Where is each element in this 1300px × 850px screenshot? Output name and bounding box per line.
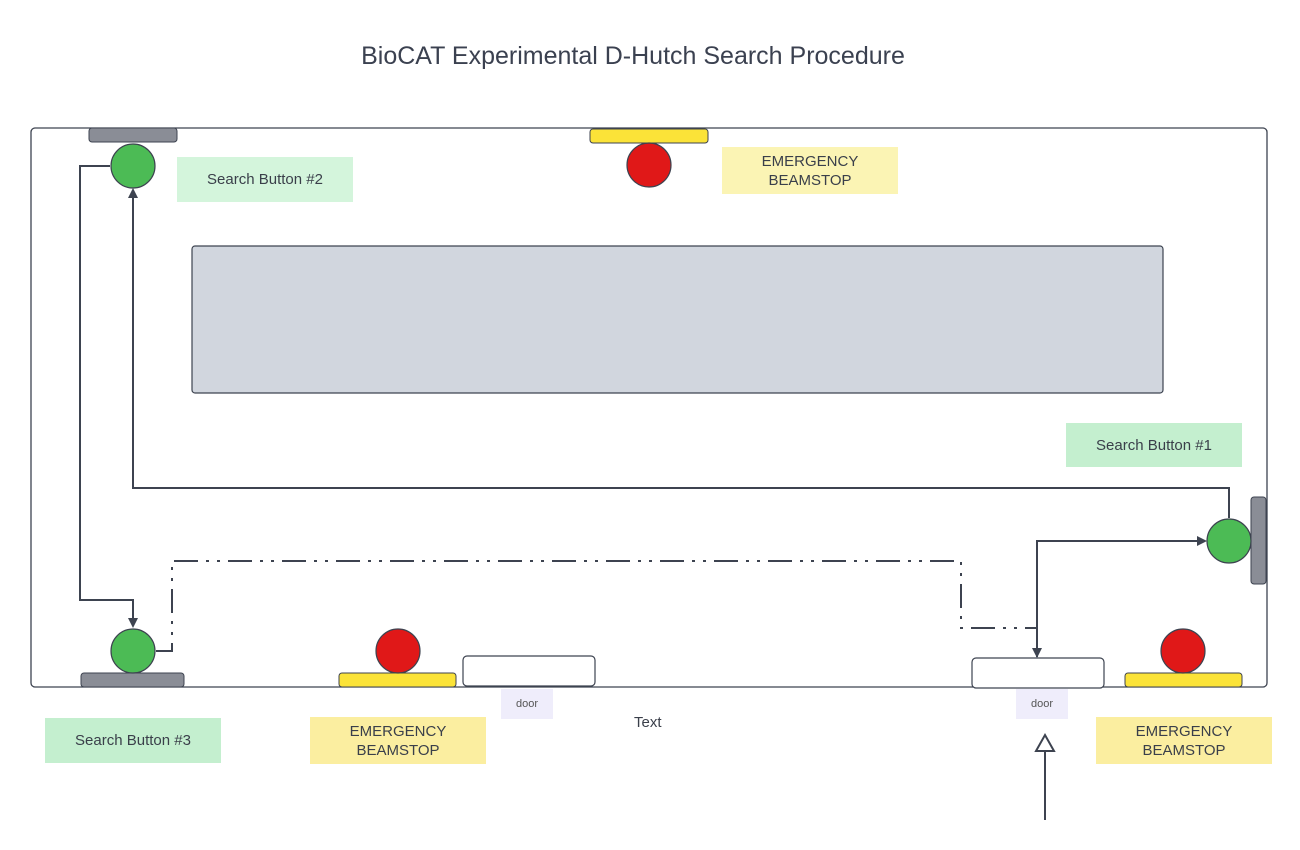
emergency-beamstop-top [626,142,672,188]
diagram-title: BioCAT Experimental D-Hutch Search Proce… [361,42,905,70]
button2-mount [88,127,178,143]
beamstop-bottom-right-mount [1124,672,1243,688]
door-right [971,657,1105,689]
search-button-3-label: Search Button #3 [45,718,221,763]
button1-mount [1250,496,1267,585]
experiment-table [191,245,1164,394]
door-right-label: door [1016,689,1068,719]
button3-mount [80,672,185,688]
path-dash-dot-exit [156,560,1037,652]
search-button-1-label: Search Button #1 [1066,423,1242,467]
hutch-outline [30,127,1268,688]
search-button-3 [110,628,156,674]
emergency-beamstop-bottom-left [375,628,421,674]
entry-arrow-head [1034,732,1056,752]
path-button2-to-button3 [79,165,138,628]
search-button-1 [1206,518,1252,564]
path-button1-to-button2 [128,188,1230,518]
beamstop-top-mount [589,128,709,144]
beamstop-bottom-left-mount [338,672,457,688]
search-button-2-label: Search Button #2 [177,157,353,202]
free-text-label: Text [634,714,662,731]
emergency-beamstop-bottom-right-label: EMERGENCY BEAMSTOP [1096,717,1272,764]
emergency-beamstop-bottom-left-label: EMERGENCY BEAMSTOP [310,717,486,764]
door-left [462,655,596,687]
search-button-2 [110,143,156,189]
emergency-beamstop-top-label: EMERGENCY BEAMSTOP [722,147,898,194]
door-left-label: door [501,689,553,719]
path-door-to-button1 [1036,536,1207,657]
emergency-beamstop-bottom-right [1160,628,1206,674]
